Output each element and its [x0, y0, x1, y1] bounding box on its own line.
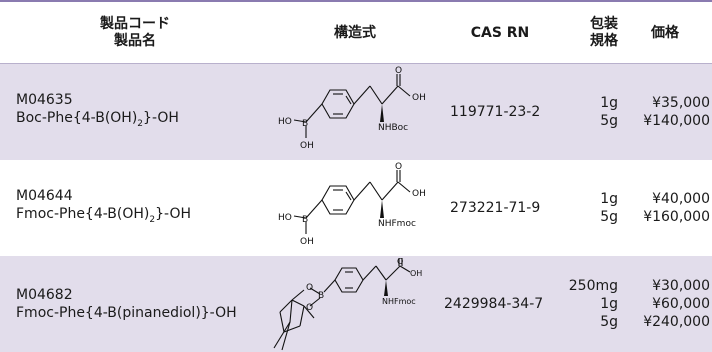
header-divider: [0, 63, 712, 64]
svg-text:NHFmoc: NHFmoc: [382, 297, 416, 306]
svg-text:OH: OH: [412, 93, 426, 103]
svg-text:OH: OH: [300, 141, 314, 151]
svg-text:NHBoc: NHBoc: [378, 123, 408, 133]
table-row: M04682 Fmoc-Phe{4-B(pinanediol)}-OH: [0, 256, 712, 352]
pack-cell: 250mg 1g 5g: [560, 256, 618, 352]
cas-number: 2429984-34-7: [444, 296, 544, 312]
structure-diagram: O B O O OH NHFmoc: [273, 257, 422, 351]
header-name: 製品名: [114, 33, 156, 49]
svg-text:HO: HO: [278, 117, 292, 127]
product-code: M04635: [16, 92, 73, 109]
svg-text:OH: OH: [410, 269, 422, 278]
price-cell: ¥30,000 ¥60,000 ¥240,000: [618, 256, 710, 352]
svg-text:NHFmoc: NHFmoc: [378, 219, 416, 229]
svg-text:B: B: [302, 215, 308, 225]
cas-cell: 273221-71-9: [450, 160, 560, 256]
svg-text:OH: OH: [300, 237, 314, 247]
svg-text:OH: OH: [412, 189, 426, 199]
cas-cell: 2429984-34-7: [444, 256, 560, 352]
header-structure: 構造式: [334, 24, 376, 41]
price-cell: ¥35,000 ¥140,000: [618, 64, 710, 160]
header-pack: 包装 規格: [590, 16, 618, 49]
pack-cell: 1g 5g: [560, 160, 618, 256]
cas-number: 119771-23-2: [450, 104, 541, 120]
pack-size: 1g: [600, 191, 618, 207]
pack-cell: 1g 5g: [560, 64, 618, 160]
price: ¥240,000: [643, 314, 710, 330]
pack-size: 5g: [600, 209, 618, 225]
price: ¥40,000: [652, 191, 710, 207]
product-code: M04644: [16, 188, 73, 205]
cas-number: 273221-71-9: [450, 200, 541, 216]
price: ¥140,000: [643, 113, 710, 129]
svg-text:O: O: [306, 303, 313, 313]
svg-text:O: O: [306, 283, 313, 293]
table-header: 製品コード 製品名 構造式 CAS RN 包装 規格 価格: [0, 2, 712, 64]
product-cell: M04682 Fmoc-Phe{4-B(pinanediol)}-OH: [16, 256, 266, 352]
table-row: M04635 Boc-Phe{4-B(OH)2}-OH HO B OH O OH…: [0, 64, 712, 160]
svg-text:O: O: [395, 66, 402, 76]
product-name: Fmoc-Phe{4-B(OH)2}-OH: [16, 206, 192, 225]
header-code: 製品コード: [100, 16, 170, 32]
header-cas: CAS RN: [470, 24, 530, 41]
table-row: M04644 Fmoc-Phe{4-B(OH)2}-OH HO B OH O O…: [0, 160, 712, 256]
pack-size: 1g: [600, 95, 618, 111]
price-cell: ¥40,000 ¥160,000: [618, 160, 710, 256]
structure-diagram: HO B OH O OH NHBoc: [278, 66, 426, 151]
price: ¥160,000: [643, 209, 710, 225]
product-cell: M04635 Boc-Phe{4-B(OH)2}-OH: [16, 64, 266, 160]
product-name: Fmoc-Phe{4-B(pinanediol)}-OH: [16, 305, 237, 321]
svg-text:B: B: [302, 119, 308, 129]
product-code: M04682: [16, 287, 73, 303]
svg-text:HO: HO: [278, 213, 292, 223]
svg-text:O: O: [397, 257, 403, 266]
header-code-name: 製品コード 製品名: [0, 2, 270, 64]
header-price: 価格: [651, 24, 679, 41]
table-top-border: [0, 0, 712, 2]
cas-cell: 119771-23-2: [450, 64, 560, 160]
product-cell: M04644 Fmoc-Phe{4-B(OH)2}-OH: [16, 160, 266, 256]
price: ¥60,000: [652, 296, 710, 312]
price: ¥35,000: [652, 95, 710, 111]
pack-size: 250mg: [568, 278, 618, 294]
svg-text:B: B: [318, 291, 324, 301]
pack-size: 5g: [600, 113, 618, 129]
product-name: Boc-Phe{4-B(OH)2}-OH: [16, 110, 179, 129]
price: ¥30,000: [652, 278, 710, 294]
structure-diagram: HO B OH O OH NHFmoc: [278, 162, 426, 247]
pack-size: 1g: [600, 296, 618, 312]
svg-text:O: O: [395, 162, 402, 172]
pack-size: 5g: [600, 314, 618, 330]
